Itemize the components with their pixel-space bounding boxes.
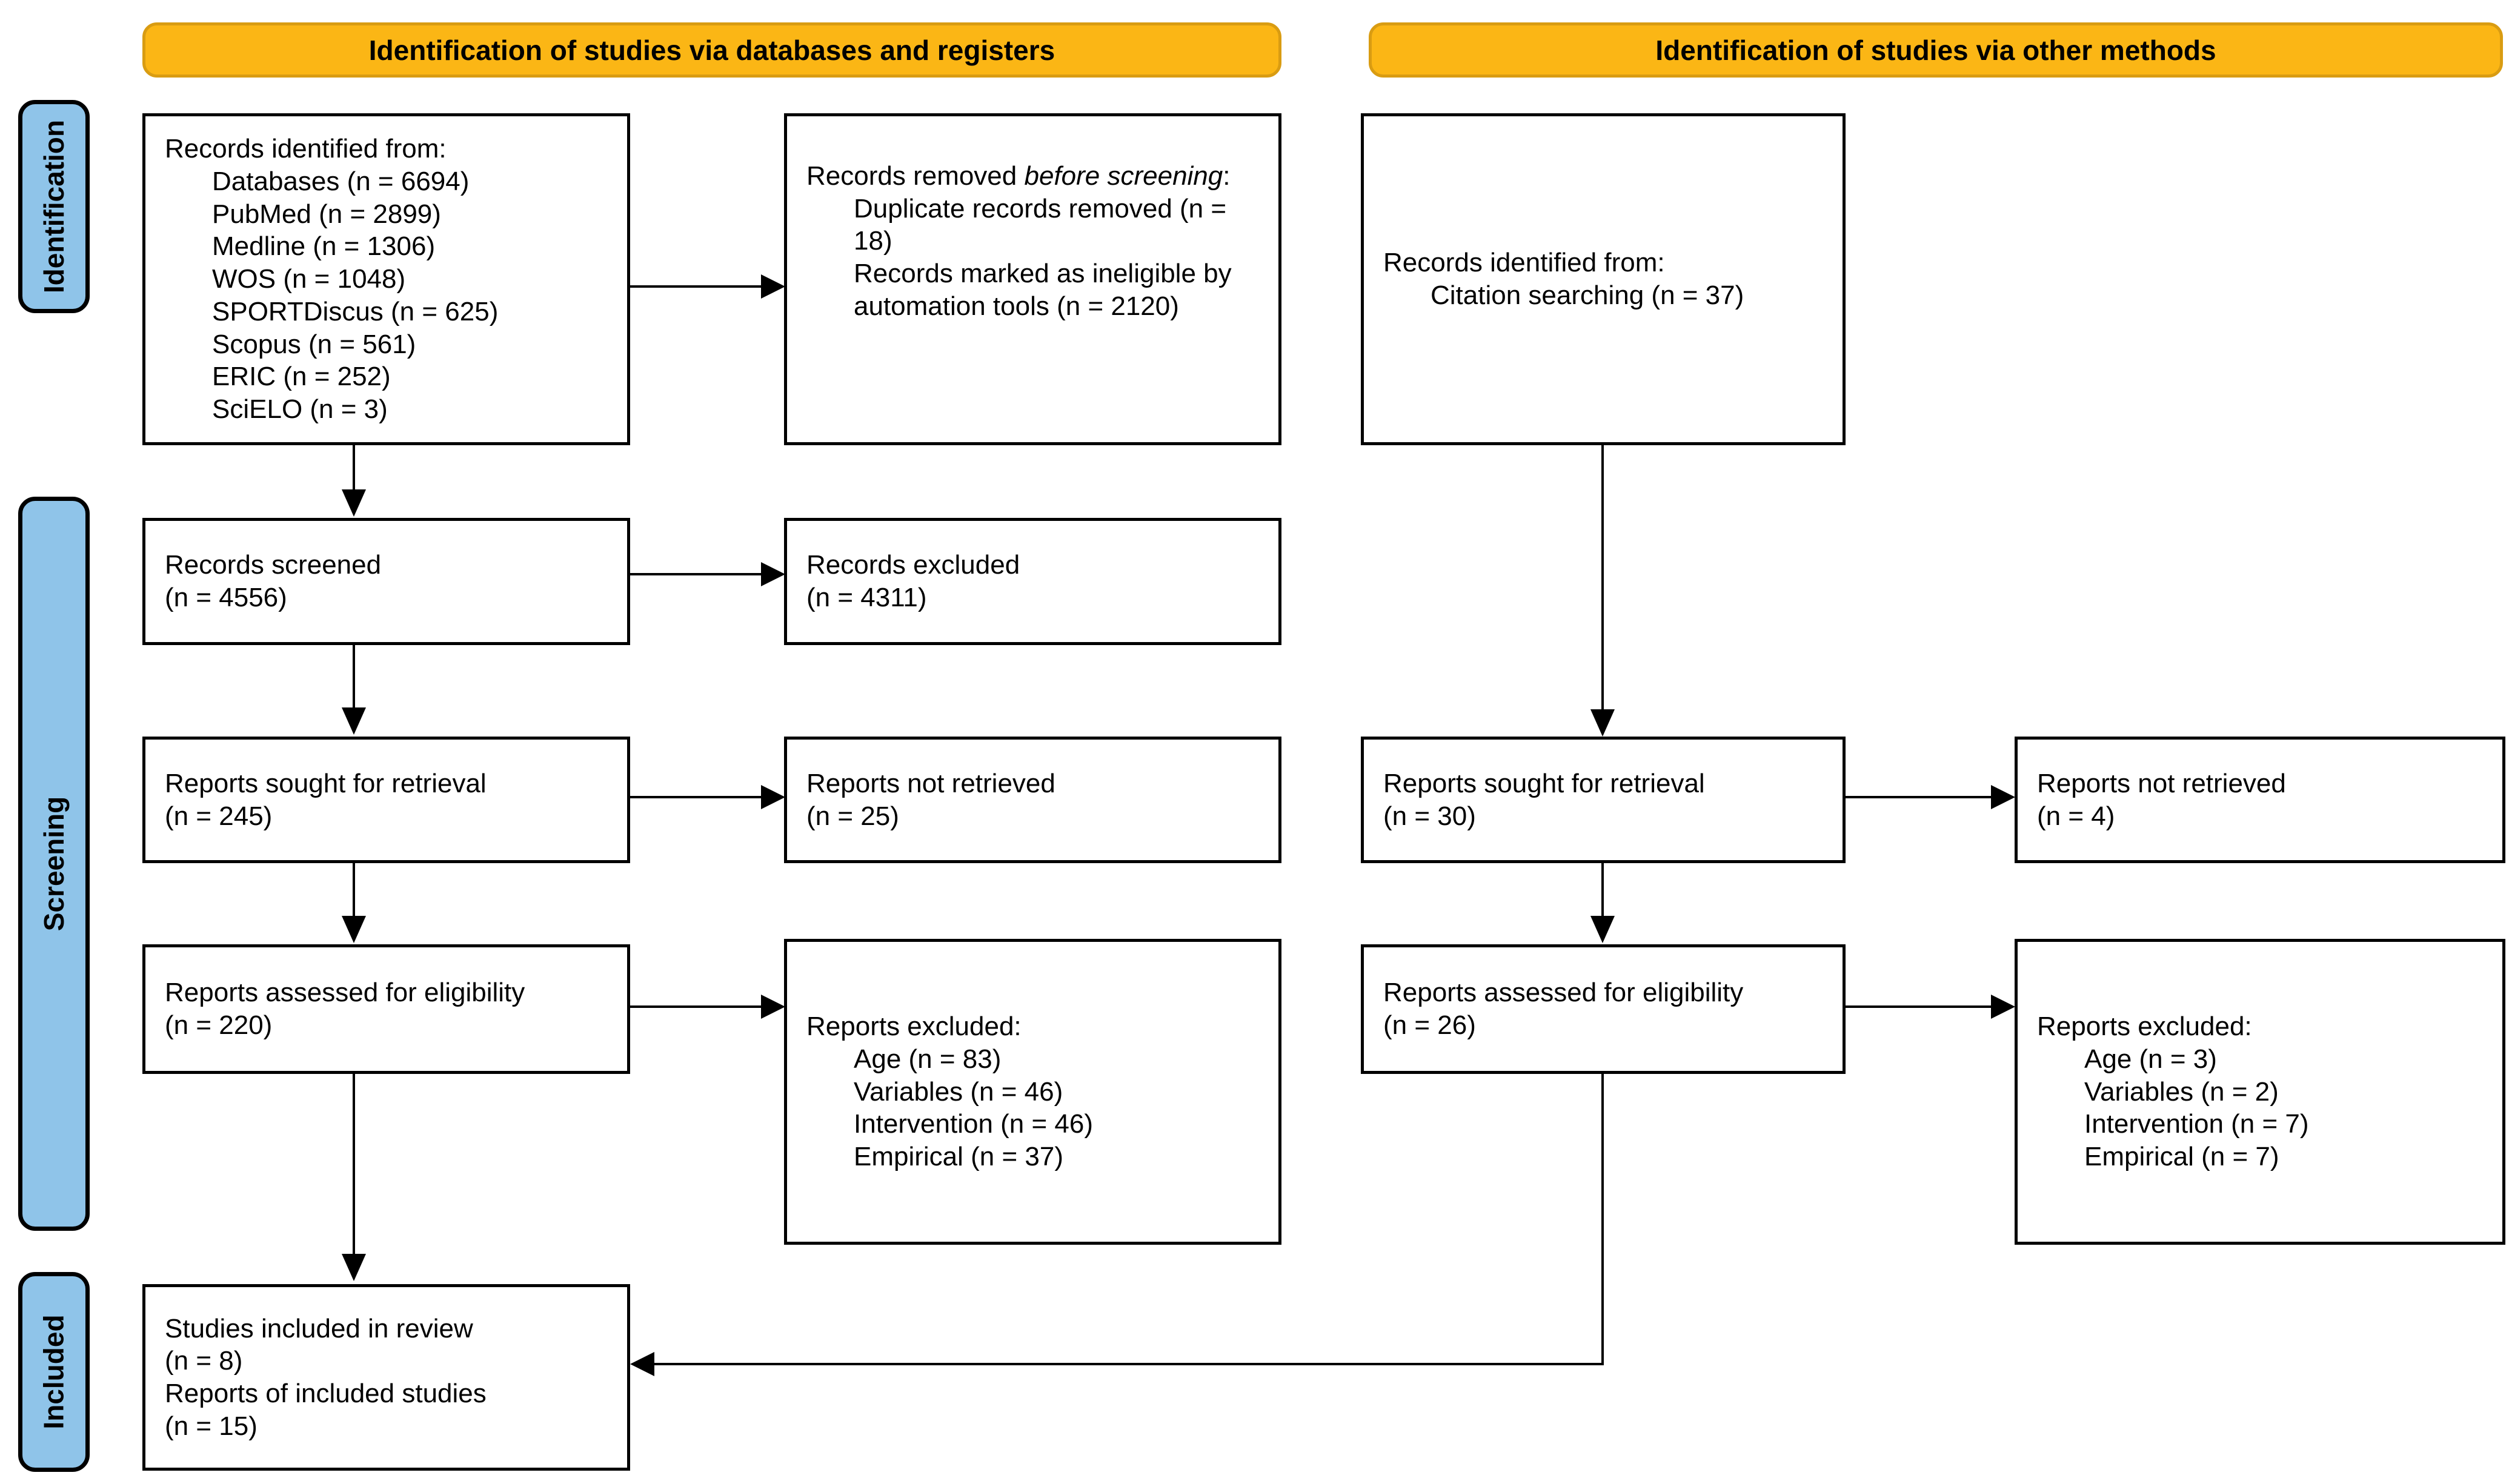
arrow-assessed-other-to-excluded-head bbox=[1991, 995, 2015, 1019]
citation-identified-item: Citation searching (n = 37) bbox=[1431, 280, 1744, 310]
arrow-identified-to-screened-line bbox=[353, 445, 355, 491]
arrow-screened-to-sought-line bbox=[353, 645, 355, 708]
arrow-identified-to-removed-line bbox=[630, 285, 762, 288]
arrow-screened-to-sought-head bbox=[342, 707, 366, 735]
arrow-sought-to-assessed-line bbox=[353, 863, 355, 918]
arrow-assessed-to-excluded-line bbox=[630, 1005, 762, 1008]
arrow-sought-other-to-notretrieved-head bbox=[1991, 785, 2015, 809]
citation-identified-title: Records identified from: bbox=[1383, 248, 1665, 278]
banner-databases-registers: Identification of studies via databases … bbox=[142, 22, 1281, 78]
box-reports-sought-databases: Reports sought for retrieval (n = 245) bbox=[142, 737, 630, 863]
stage-label-identification: Identification bbox=[18, 100, 90, 313]
stage-label-screening: Screening bbox=[18, 497, 90, 1231]
arrow-sought-to-notretrieved-head bbox=[761, 785, 785, 809]
records-identified-item: Medline (n = 1306) bbox=[212, 231, 436, 262]
arrow-sought-to-notretrieved-line bbox=[630, 796, 762, 798]
arrow-assessed-other-to-excluded-line bbox=[1846, 1005, 1992, 1008]
box-records-screened: Records screened (n = 4556) bbox=[142, 518, 630, 645]
stage-label-included: Included bbox=[18, 1272, 90, 1472]
arrow-other-branch-down-line bbox=[1601, 1074, 1604, 1365]
arrow-identified-to-screened-head bbox=[342, 489, 366, 517]
box-records-excluded: Records excluded (n = 4311) bbox=[784, 518, 1281, 645]
box-reports-not-retrieved-other: Reports not retrieved (n = 4) bbox=[2015, 737, 2505, 863]
arrow-citation-to-sought-head bbox=[1590, 709, 1615, 737]
records-identified-item: PubMed (n = 2899) bbox=[212, 199, 441, 229]
banner-databases-registers-label: Identification of studies via databases … bbox=[368, 34, 1055, 66]
arrow-sought-other-to-notretrieved-line bbox=[1846, 796, 1992, 798]
records-identified-item: SciELO (n = 3) bbox=[212, 394, 388, 424]
box-reports-assessed-other: Reports assessed for eligibility (n = 26… bbox=[1361, 944, 1846, 1074]
records-removed-title: Records removed before screening: bbox=[806, 161, 1231, 191]
records-identified-item: Scopus (n = 561) bbox=[212, 329, 416, 359]
arrow-other-branch-to-included-line bbox=[653, 1363, 1604, 1365]
box-reports-excluded-other: Reports excluded: Age (n = 3) Variables … bbox=[2015, 939, 2505, 1245]
arrow-assessed-to-excluded-head bbox=[761, 995, 785, 1019]
arrow-screened-to-excluded-line bbox=[630, 573, 762, 575]
banner-other-methods-label: Identification of studies via other meth… bbox=[1655, 34, 2216, 66]
records-identified-item: WOS (n = 1048) bbox=[212, 264, 406, 294]
box-reports-sought-other: Reports sought for retrieval (n = 30) bbox=[1361, 737, 1846, 863]
arrow-assessed-to-included-head bbox=[342, 1254, 366, 1281]
box-citation-identified: Records identified from: Citation search… bbox=[1361, 113, 1846, 445]
records-removed-item: Duplicate records removed (n = 18) bbox=[854, 193, 1227, 256]
arrow-sought-other-to-assessed-line bbox=[1601, 863, 1604, 918]
records-removed-item: Records marked as ineligible by automati… bbox=[854, 259, 1232, 321]
arrow-screened-to-excluded-head bbox=[761, 562, 785, 586]
arrow-identified-to-removed-head bbox=[761, 274, 785, 299]
arrow-sought-to-assessed-head bbox=[342, 916, 366, 943]
arrow-assessed-to-included-line bbox=[353, 1074, 355, 1256]
records-identified-item: SPORTDiscus (n = 625) bbox=[212, 296, 499, 326]
records-identified-item: ERIC (n = 252) bbox=[212, 362, 391, 392]
box-records-identified: Records identified from: Databases (n = … bbox=[142, 113, 630, 445]
arrow-citation-to-sought-line bbox=[1601, 445, 1604, 712]
arrow-other-branch-to-included-head bbox=[630, 1352, 654, 1376]
box-reports-not-retrieved-databases: Reports not retrieved (n = 25) bbox=[784, 737, 1281, 863]
banner-other-methods: Identification of studies via other meth… bbox=[1369, 22, 2503, 78]
box-studies-included: Studies included in review (n = 8) Repor… bbox=[142, 1284, 630, 1471]
records-identified-item: Databases (n = 6694) bbox=[212, 167, 470, 197]
arrow-sought-other-to-assessed-head bbox=[1590, 916, 1615, 943]
box-records-removed: Records removed before screening: Duplic… bbox=[784, 113, 1281, 445]
box-reports-excluded-databases: Reports excluded: Age (n = 83) Variables… bbox=[784, 939, 1281, 1245]
records-identified-title: Records identified from: bbox=[165, 134, 447, 164]
box-reports-assessed-databases: Reports assessed for eligibility (n = 22… bbox=[142, 944, 630, 1074]
